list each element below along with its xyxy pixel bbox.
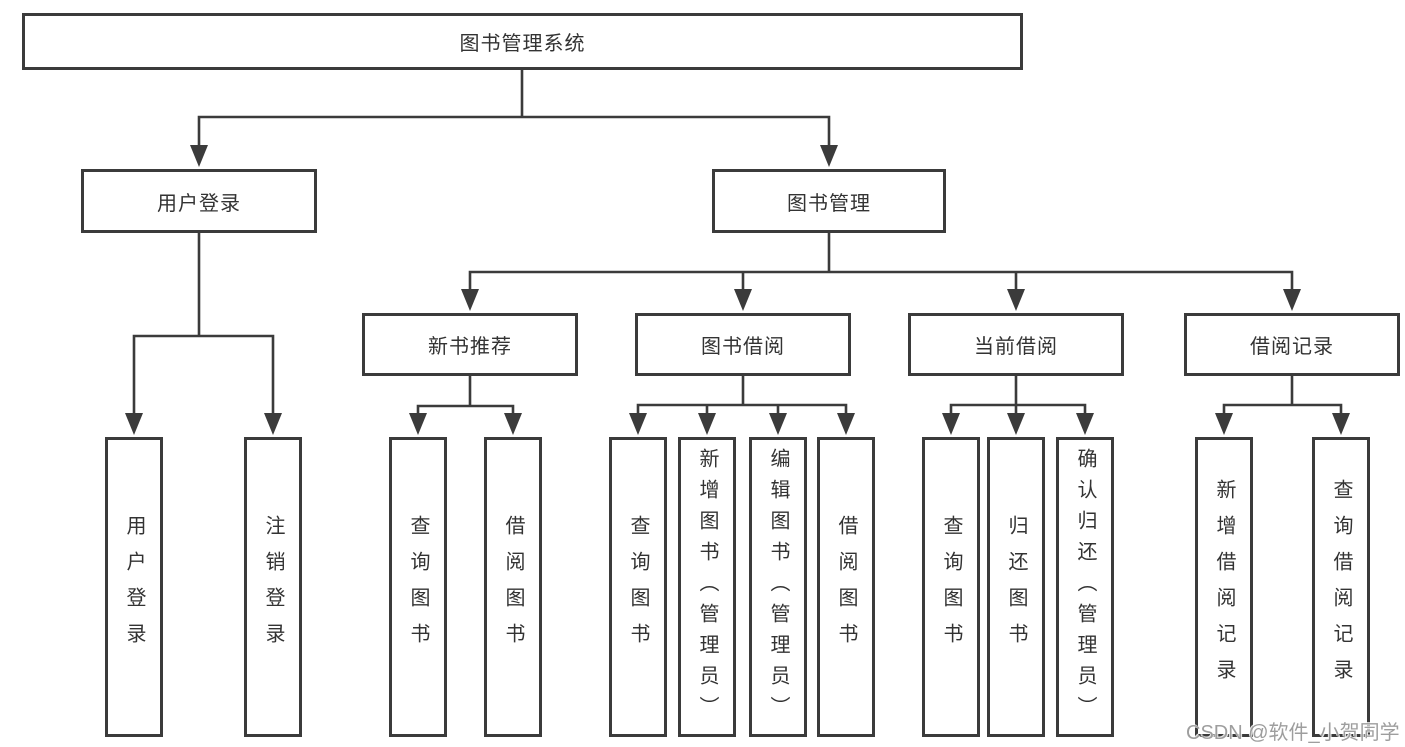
connector-current-borrowing-children [949,376,1087,414]
node-leaf-user-login: 用户登录 [105,437,163,737]
node-label: 借阅图书 [502,515,524,659]
node-label: 借阅图书 [835,515,857,659]
arrowhead [1007,413,1025,435]
arrowhead [1215,413,1233,435]
arrowhead [1076,413,1094,435]
connector-borrowing-records-children [1222,376,1343,414]
node-label: 新增借阅记录 [1213,479,1235,695]
node-label: 新书推荐 [428,336,512,358]
arrowhead [942,413,960,435]
connector-book-management-children [468,233,1294,290]
node-label: 用户登录 [123,515,145,659]
arrowhead [769,413,787,435]
node-label: 归还图书 [1005,515,1027,659]
connector-book-borrowing-children [636,376,848,414]
node-leaf-query-books-1: 查询图书 [389,437,447,737]
arrowhead [1332,413,1350,435]
node-leaf-return-books: 归还图书 [987,437,1045,737]
node-leaf-query-books-3: 查询图书 [922,437,980,737]
node-label: 图书借阅 [701,336,785,358]
arrowhead [409,413,427,435]
connector-user-login-children [132,233,275,414]
node-label: 新增图书（管理员） [696,447,718,727]
node-label: 查询图书 [940,515,962,659]
arrowhead [264,413,282,435]
node-leaf-edit-books-admin: 编辑图书（管理员） [749,437,807,737]
arrowhead [837,413,855,435]
node-leaf-logout: 注销登录 [244,437,302,737]
arrowhead [1283,289,1301,311]
connector-root-to-level2 [197,69,831,145]
node-leaf-add-books-admin: 新增图书（管理员） [678,437,736,737]
node-label: 借阅记录 [1250,336,1334,358]
node-leaf-query-books-2: 查询图书 [609,437,667,737]
node-leaf-borrow-books-2: 借阅图书 [817,437,875,737]
node-current-borrowing: 当前借阅 [908,313,1124,376]
node-label: 用户登录 [157,192,241,215]
node-label: 图书管理系统 [459,33,586,55]
node-label: 编辑图书（管理员） [767,447,789,727]
node-label: 当前借阅 [974,336,1058,358]
node-leaf-borrow-books-1: 借阅图书 [484,437,542,737]
node-label: 查询图书 [407,515,429,659]
node-user-login: 用户登录 [81,169,317,233]
arrowhead [820,145,838,167]
node-leaf-add-borrow-record: 新增借阅记录 [1195,437,1253,737]
arrowhead [504,413,522,435]
arrowhead [698,413,716,435]
node-label: 查询借阅记录 [1330,479,1352,695]
node-borrowing-records: 借阅记录 [1184,313,1400,376]
arrowhead [125,413,143,435]
arrowhead [629,413,647,435]
node-book-management-system: 图书管理系统 [22,13,1023,70]
node-book-management: 图书管理 [712,169,946,233]
csdn-watermark: CSDN @软件_小贺同学 [1186,722,1400,744]
connector-new-book-children [416,376,515,414]
node-label: 注销登录 [262,515,284,659]
node-book-borrowing: 图书借阅 [635,313,851,376]
node-leaf-confirm-return-admin: 确认归还（管理员） [1056,437,1114,737]
arrowhead [461,289,479,311]
arrowhead [190,145,208,167]
node-leaf-query-borrow-record: 查询借阅记录 [1312,437,1370,737]
node-label: 图书管理 [787,192,871,215]
node-new-book-recommend: 新书推荐 [362,313,578,376]
arrowhead [1007,289,1025,311]
node-label: 查询图书 [627,515,649,659]
node-label: 确认归还（管理员） [1074,447,1096,727]
arrowhead [734,289,752,311]
